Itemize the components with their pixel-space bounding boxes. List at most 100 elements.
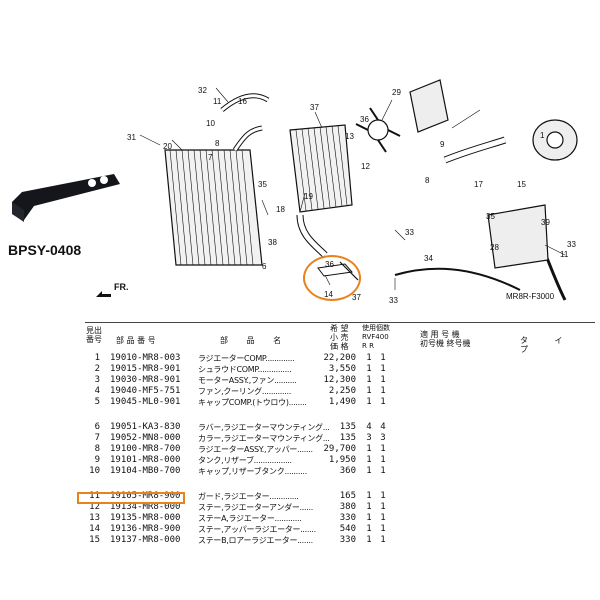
callout-number: 28	[490, 243, 499, 252]
row-part-name: シュラウドCOMP...............	[198, 365, 292, 374]
row-qty-1: 1	[366, 455, 372, 465]
row-part-name: モーターASSY.,ファン..........	[198, 376, 297, 385]
row-part-name: ラジエーターCOMP.............	[198, 354, 295, 363]
row-no: 4	[94, 386, 100, 396]
row-no: 11	[89, 491, 100, 501]
exploded-parts-diagram	[139, 79, 578, 301]
table-row[interactable]: 13 19135-MR8-000 ステーA,ラジエーター............ 33…	[0, 513, 600, 524]
row-no: 10	[89, 466, 100, 476]
row-qty-2: 1	[380, 364, 386, 374]
callout-number: 11	[560, 250, 569, 259]
callout-number: 15	[517, 180, 526, 189]
row-price: 540	[339, 524, 356, 534]
row-qty-1: 1	[366, 524, 372, 534]
row-no: 8	[94, 444, 100, 454]
row-qty-2: 1	[380, 491, 386, 501]
row-price: 22,200	[323, 353, 356, 363]
callout-number: 38	[268, 238, 277, 247]
callout-number: 20	[163, 142, 172, 151]
row-part-name: ガード,ラジエーター.............	[198, 492, 299, 501]
row-part-number: 19030-MR8-901	[110, 375, 181, 385]
row-price: 12,300	[323, 375, 356, 385]
callout-number: 33	[567, 240, 576, 249]
row-part-number: 19052-MN8-000	[110, 433, 181, 443]
row-qty-1: 1	[366, 466, 372, 476]
row-qty-1: 1	[366, 397, 372, 407]
row-no: 13	[89, 513, 100, 523]
row-qty-2: 1	[380, 502, 386, 512]
row-qty-2: 1	[380, 386, 386, 396]
row-price: 1,490	[328, 397, 356, 407]
row-part-number: 19135-MR8-000	[110, 513, 181, 523]
header-price: 希 望小 売価 格	[330, 324, 349, 351]
row-no: 15	[89, 535, 100, 545]
row-qty-2: 1	[380, 353, 386, 363]
row-price: 29,700	[323, 444, 356, 454]
callout-number: 39	[541, 218, 550, 227]
header-no: 見出番号	[86, 326, 102, 344]
callout-number: 16	[238, 97, 247, 106]
callout-number: 37	[352, 293, 361, 302]
bracket-photo	[12, 174, 120, 222]
row-part-number: 19137-MR8-000	[110, 535, 181, 545]
callout-number: 12	[361, 162, 370, 171]
row-part-number: 19101-MR8-000	[110, 455, 181, 465]
table-row[interactable]: 1 19010-MR8-003 ラジエーターCOMP............. 22,…	[0, 353, 600, 364]
row-price: 3,550	[328, 364, 356, 374]
callout-number: 10	[206, 119, 215, 128]
row-qty-2: 1	[380, 535, 386, 545]
row-qty-1: 4	[366, 422, 372, 432]
row-part-name: ラジエーターASSY.,アッパー.......	[198, 445, 313, 454]
front-direction-label: FR.	[114, 282, 129, 292]
callout-number: 7	[208, 153, 213, 162]
row-price: 380	[339, 502, 356, 512]
row-part-number: 19051-KA3-830	[110, 422, 181, 432]
row-qty-2: 1	[380, 455, 386, 465]
row-no: 5	[94, 397, 100, 407]
row-part-name: ファン,クーリング.............	[198, 387, 292, 396]
row-part-name: ステー,アッパーラジエーター.......	[198, 525, 316, 534]
row-price: 165	[339, 491, 356, 501]
row-part-name: ステーA,ラジエーター............	[198, 514, 302, 523]
row-qty-1: 1	[366, 491, 372, 501]
row-price: 135	[339, 422, 356, 432]
callout-number: 37	[310, 103, 319, 112]
callout-number: 32	[198, 86, 207, 95]
callout-number: 34	[424, 254, 433, 263]
row-qty-2: 1	[380, 375, 386, 385]
callout-number: 35	[258, 180, 267, 189]
row-qty-2: 1	[380, 397, 386, 407]
row-qty-1: 1	[366, 535, 372, 545]
row-part-number: 19104-MB0-700	[110, 466, 181, 476]
row-qty-2: 1	[380, 513, 386, 523]
row-no: 6	[94, 422, 100, 432]
row-part-number: 19045-ML0-901	[110, 397, 181, 407]
highlight-circle-part-14	[303, 255, 361, 301]
row-qty-1: 1	[366, 444, 372, 454]
drawing-id-label: MR8R-F3000	[506, 292, 555, 301]
header-part-name: 部 品 名	[220, 336, 290, 345]
row-qty-2: 1	[380, 444, 386, 454]
row-no: 9	[94, 455, 100, 465]
row-no: 12	[89, 502, 100, 512]
row-price: 330	[339, 513, 356, 523]
row-no: 1	[94, 353, 100, 363]
row-part-name: ステーB,ロアーラジエーター.......	[198, 536, 313, 545]
callout-number: 13	[345, 132, 354, 141]
callout-number: 36	[360, 115, 369, 124]
row-part-number: 19010-MR8-003	[110, 353, 181, 363]
